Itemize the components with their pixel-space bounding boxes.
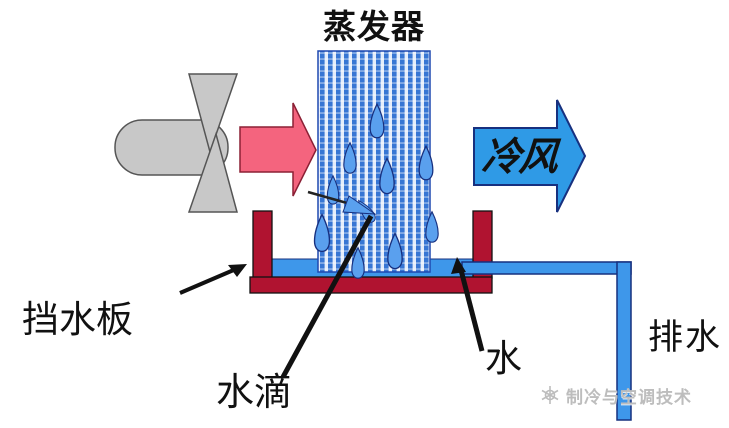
evaporator-coil <box>317 50 431 273</box>
watermark: 制冷与空调技术 <box>539 383 692 407</box>
water-pointer-line <box>458 269 485 352</box>
pan-bottom <box>249 276 493 294</box>
fan-blade-bottom <box>187 131 238 213</box>
water-droplet-label: 水滴 <box>216 372 293 414</box>
cold-wind-label: 冷风 <box>480 136 558 179</box>
fan-motor <box>114 119 229 176</box>
cold-air-arrow <box>473 99 587 213</box>
annotations <box>179 190 485 379</box>
drain-pipe-vertical <box>616 261 632 421</box>
baffle-pointer-head <box>228 264 247 277</box>
fan-blade-top <box>188 73 239 155</box>
drain-label: 排水 <box>648 318 723 357</box>
watermark-text: 制冷与空调技术 <box>566 387 692 407</box>
baffle-pointer-line <box>179 267 237 295</box>
evaporator-title: 蒸发器 <box>323 8 425 45</box>
droplet-pointer-line <box>280 214 374 379</box>
water-label: 水 <box>485 339 522 380</box>
droplet-pointer-blue-head <box>342 195 377 215</box>
water-pointer-head <box>451 257 466 274</box>
drain-pipe-horizontal <box>461 261 632 275</box>
pan-left-wall <box>252 210 273 279</box>
snowflake-logo-icon <box>541 386 559 404</box>
water-baffle-label: 挡水板 <box>22 300 133 341</box>
fan <box>114 73 239 213</box>
airflow-in-arrow <box>239 102 317 197</box>
